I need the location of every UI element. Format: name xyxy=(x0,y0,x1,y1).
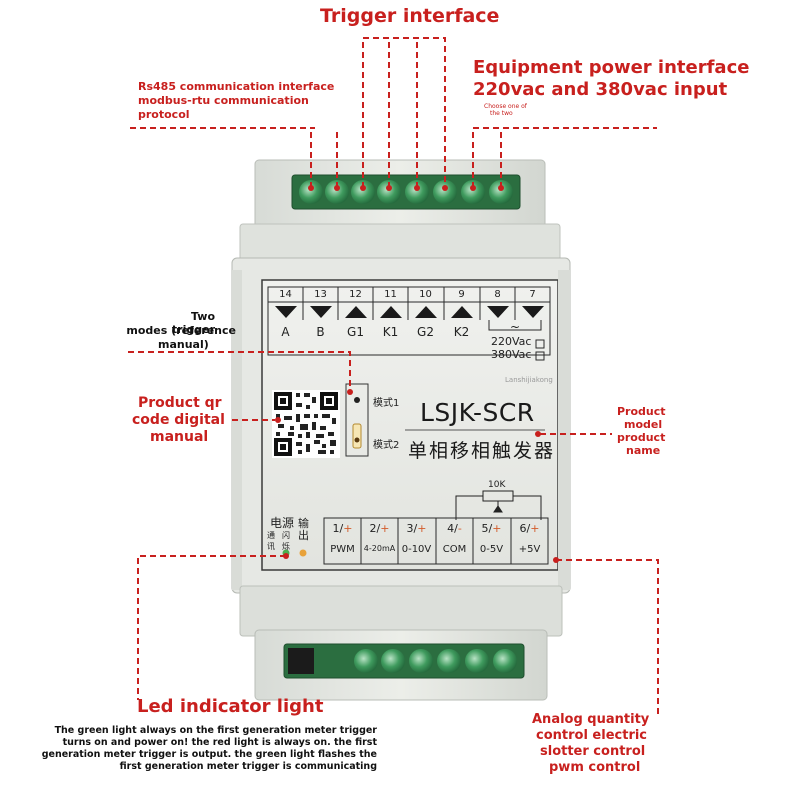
down-triangle-icon xyxy=(275,306,544,318)
top-terminal-pin: B xyxy=(316,325,325,339)
product-label-line4: name xyxy=(626,444,661,457)
led-power-sub4: 烁 xyxy=(282,542,290,551)
led-output-label: 输出 xyxy=(298,517,309,542)
analog-label-line1: Analog quantity xyxy=(532,712,650,727)
analog-label-line2: control electric xyxy=(536,728,648,743)
qr-label-line2: code digital xyxy=(132,412,225,428)
product-name-cn: 单相移相触发器 xyxy=(408,440,556,462)
analog-label-line3: slotter control xyxy=(540,744,646,759)
top-terminal-number: 10 xyxy=(419,289,432,300)
led-desc-line2: turns on and power on! the red light is … xyxy=(62,737,377,748)
bottom-terminal-number-row: 6/+ xyxy=(511,522,548,535)
mode1-label: 模式1 xyxy=(373,398,400,409)
qr-code-icon xyxy=(272,390,340,458)
bottom-terminal-number: 4/ xyxy=(447,522,458,535)
bottom-terminal-number-row: 2/+ xyxy=(361,522,398,535)
led-indicator-title: Led indicator light xyxy=(137,696,324,717)
bottom-terminal-sign: + xyxy=(380,522,390,535)
top-terminal-number: 12 xyxy=(349,289,362,300)
bottom-terminal-number: 6/ xyxy=(519,522,531,535)
led-desc-line1: The green light always on the first gene… xyxy=(54,725,377,736)
top-terminal-number: 14 xyxy=(279,289,292,300)
led-power-sub2: 闪 xyxy=(282,531,290,540)
qr-label-line1: Product qr xyxy=(138,395,222,411)
top-terminal-number: 8 xyxy=(494,289,501,300)
bottom-terminal-number: 5/ xyxy=(481,522,493,535)
voltage-220-label: 220Vac xyxy=(491,335,532,348)
product-model: LSJK-SCR xyxy=(420,398,535,427)
voltage-380-label: 380Vac xyxy=(491,348,532,361)
bottom-terminal-number: 1/ xyxy=(332,522,344,535)
top-terminal-pin: A xyxy=(281,325,290,339)
top-terminal-number: 9 xyxy=(458,289,465,300)
top-terminal-number: 7 xyxy=(529,289,536,300)
two-trigger-line2: modes (reference xyxy=(126,324,236,337)
power-small-line1: Choose one of xyxy=(484,103,527,110)
rs485-label-line1: Rs485 communication interface xyxy=(138,80,335,93)
bottom-terminal-sign: + xyxy=(343,522,353,535)
rs485-label-line2: modbus-rtu communication xyxy=(138,94,309,107)
top-terminal-pin: G1 xyxy=(347,325,364,339)
bottom-terminal-label: +5V xyxy=(518,544,541,555)
product-label-line1: Product xyxy=(617,405,666,418)
led-desc-line4: first generation meter trigger is commun… xyxy=(119,761,377,772)
top-terminal-number: 11 xyxy=(384,289,397,300)
qr-label-line3: manual xyxy=(150,429,209,445)
bottom-terminal-label: PWM xyxy=(330,544,355,555)
top-terminal-screws xyxy=(299,180,513,204)
two-trigger-line1: Two trigger xyxy=(171,310,215,336)
bottom-terminal-number-row: 4/- xyxy=(436,522,473,535)
bottom-terminal-label: COM xyxy=(442,544,467,555)
bottom-terminal-label: 0-5V xyxy=(479,544,504,555)
power-label-line1: Equipment power interface xyxy=(473,57,750,78)
product-label-line3: product xyxy=(617,431,666,444)
trigger-interface-label: Trigger interface xyxy=(320,5,500,27)
bottom-terminal-label: 4-20mA xyxy=(363,544,396,553)
product-label-line2: model xyxy=(624,418,663,431)
brand-small-text: Lanshijiakong xyxy=(505,376,553,384)
top-terminal-pin: K2 xyxy=(453,325,470,339)
bottom-terminal-number: 3/ xyxy=(406,522,418,535)
bottom-terminal-sign: + xyxy=(492,522,502,535)
bottom-terminal-number-row: 3/+ xyxy=(398,522,435,535)
ac-symbol: ~ xyxy=(510,320,521,334)
led-desc-line3: generation meter trigger is output. the … xyxy=(41,749,377,760)
up-triangle-icon xyxy=(345,306,473,318)
top-terminal-pin: G2 xyxy=(417,325,434,339)
bottom-terminal-sign: + xyxy=(417,522,427,535)
potentiometer-symbol xyxy=(455,490,542,520)
mode-switch-outline xyxy=(345,383,369,457)
mode2-label: 模式2 xyxy=(373,440,400,451)
led-power-sub1: 通 xyxy=(267,531,275,540)
two-trigger-line3: manual) xyxy=(158,338,209,351)
bottom-terminal-number-row: 5/+ xyxy=(473,522,510,535)
top-terminal-number: 13 xyxy=(314,289,327,300)
power-label-line2: 220vac and 380vac input xyxy=(473,79,728,100)
led-power-label: 电源 xyxy=(270,516,295,530)
pot-label: 10K xyxy=(488,480,506,490)
led-power-sub3: 讯 xyxy=(267,542,275,551)
bottom-terminal-label: 0-10V xyxy=(401,544,432,555)
bottom-terminal-number: 2/ xyxy=(369,522,381,535)
bottom-terminal-number-row: 1/+ xyxy=(324,522,361,535)
bottom-terminal-screws xyxy=(354,649,517,673)
rs485-label-line3: protocol xyxy=(138,108,190,121)
top-terminal-pin: K1 xyxy=(382,325,399,339)
analog-label-line4: pwm control xyxy=(549,760,641,775)
power-small-line2: the two xyxy=(490,110,513,117)
bottom-terminal-sign: - xyxy=(457,522,462,535)
bottom-terminal-sign: + xyxy=(530,522,540,535)
